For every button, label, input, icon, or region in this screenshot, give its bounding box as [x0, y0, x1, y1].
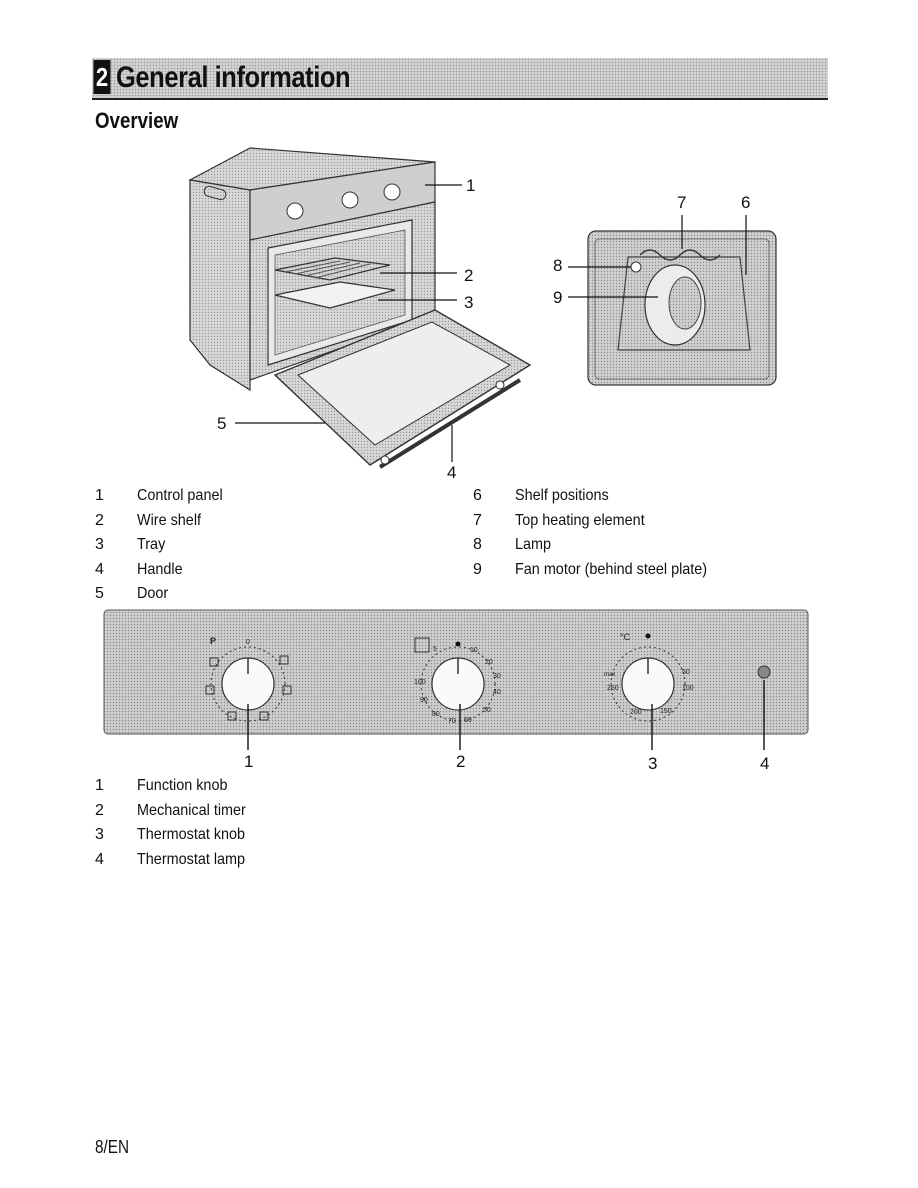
timer-mark: 5: [433, 646, 437, 653]
cavity-callout-9: 9: [553, 288, 563, 307]
oven-callout-3: 3: [464, 293, 474, 312]
thermostat-mark: 250: [607, 685, 619, 692]
function-mark-0: 0: [246, 639, 250, 646]
oven-illustration: [188, 147, 532, 469]
section-header: 2 General information: [92, 58, 828, 100]
timer-mark: 60: [464, 717, 472, 724]
oven-callout-1: 1: [466, 176, 476, 195]
timer-mark: 90: [420, 697, 428, 704]
timer-mark: 20: [485, 659, 493, 666]
function-mark-p: P: [210, 636, 216, 646]
overview-heading: Overview: [95, 108, 179, 133]
control-panel-illustration: P 0 5 10 20 30 40 50 60 70 80 90 100 °C …: [103, 609, 809, 750]
cavity-callout-8: 8: [553, 256, 563, 275]
panel-callout-1: 1: [244, 752, 254, 771]
timer-mark: 100: [414, 679, 426, 686]
thermostat-mark: 200: [630, 709, 642, 716]
timer-mark: 50: [483, 707, 491, 714]
thermostat-mark: 100: [682, 685, 694, 692]
oven-callout-4: 4: [447, 463, 457, 482]
oven-callout-5: 5: [217, 414, 227, 433]
thermostat-mark: °C: [620, 632, 631, 642]
cavity-illustration: [568, 215, 777, 386]
thermostat-mark: max: [604, 672, 615, 678]
panel-callout-2: 2: [456, 752, 466, 771]
section-title: General information: [116, 61, 351, 94]
page-number: 8/EN: [95, 1137, 130, 1157]
panel-callout-4: 4: [760, 754, 770, 773]
thermostat-mark: 50: [682, 669, 690, 676]
timer-mark: 70: [448, 718, 456, 725]
timer-mark: 10: [470, 647, 478, 654]
section-number: 2: [93, 60, 111, 94]
panel-callout-3: 3: [648, 754, 658, 773]
thermostat-mark: 150: [660, 708, 672, 715]
cavity-callout-7: 7: [677, 193, 687, 212]
timer-mark: 40: [493, 689, 501, 696]
cavity-callout-6: 6: [741, 193, 751, 212]
timer-mark: 30: [493, 673, 501, 680]
oven-callout-2: 2: [464, 266, 474, 285]
timer-mark: 80: [432, 711, 440, 718]
